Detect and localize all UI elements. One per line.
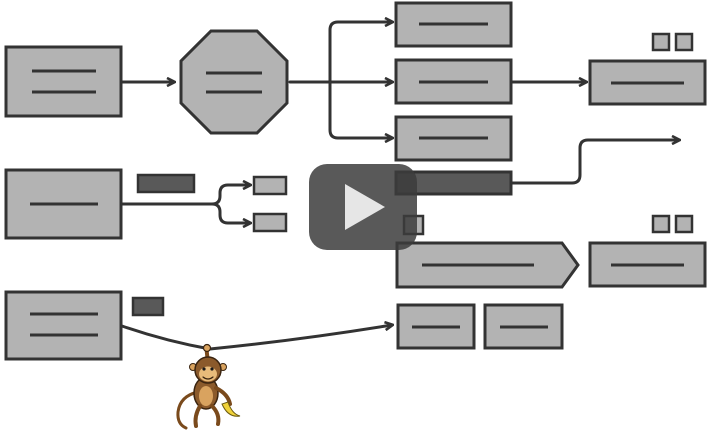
small-node-upper: [252, 175, 288, 196]
process-box-pair-right: [483, 303, 564, 350]
play-button[interactable]: [309, 164, 417, 250]
indicator-squares-mid: [651, 214, 694, 234]
monkey-hanging-icon: [176, 343, 241, 430]
process-box-top: [394, 1, 513, 48]
process-box-middle: [394, 58, 513, 105]
rope-connector: [120, 325, 392, 351]
dark-label-tag-row2: [136, 173, 196, 194]
process-box-pair-left: [396, 303, 476, 350]
pentagon-arrow-node: [395, 241, 580, 289]
process-box-input-2: [4, 168, 123, 240]
indicator-squares-top: [651, 32, 694, 52]
dark-label-tag-row3: [131, 296, 165, 317]
output-box-top-right: [588, 59, 707, 106]
connector-branch-top: [328, 22, 392, 84]
connector-branch-bottom: [328, 80, 392, 138]
connector-input2-split-lower: [210, 202, 250, 223]
output-box-mid-right: [588, 241, 707, 288]
connector-bar-to-offscreen: [509, 140, 679, 185]
decision-octagon: [179, 29, 289, 135]
process-box-bottom: [394, 115, 513, 162]
process-box-input-1: [4, 45, 123, 118]
play-icon: [345, 184, 385, 230]
process-box-input-3: [4, 290, 123, 361]
small-node-lower: [252, 212, 288, 233]
